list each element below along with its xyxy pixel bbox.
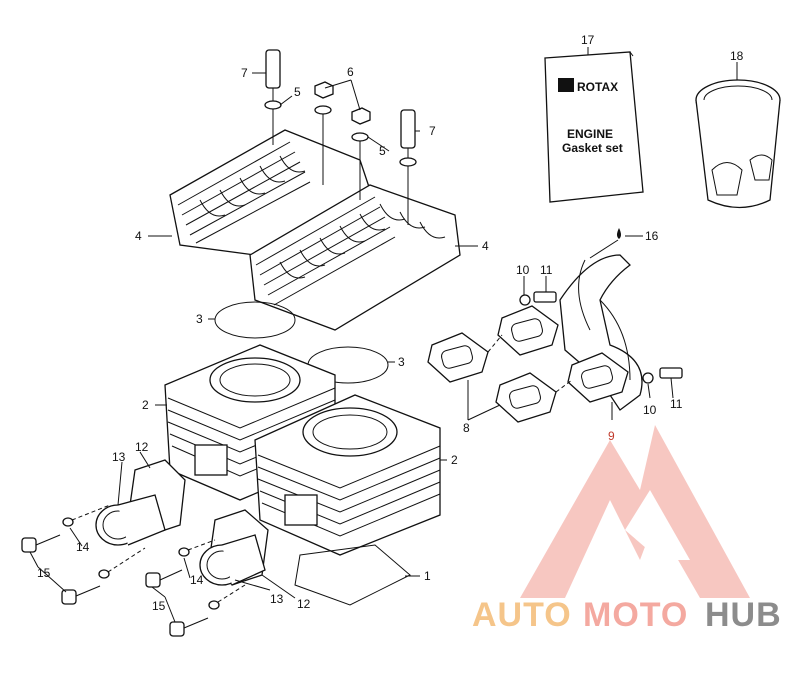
callout-10-bottom: 10: [643, 403, 657, 417]
rotax-logo-icon: [558, 78, 574, 92]
head-nut-1: [314, 81, 334, 185]
callout-6: 6: [347, 65, 354, 79]
watermark-text: AUTO MOTO HUB: [472, 596, 782, 634]
callout-3-left: 3: [196, 312, 203, 326]
callout-14-right: 14: [190, 573, 204, 587]
callout-13-right: 13: [270, 592, 284, 606]
cylinder-right: [254, 394, 441, 556]
callout-14-left: 14: [76, 540, 90, 554]
cylinder-sleeve: [695, 79, 781, 209]
callout-11-top: 11: [540, 263, 553, 277]
callout-1: 1: [424, 569, 431, 583]
callout-17: 17: [581, 33, 595, 47]
sealant-drop-icon: [617, 228, 621, 239]
intake-bolts: [21, 504, 246, 637]
head-spacer-right: [399, 109, 417, 225]
book-line1: ENGINE: [567, 127, 613, 141]
book-line2: Gasket set: [562, 141, 623, 155]
callout-12-left: 12: [135, 440, 149, 454]
callout-3-right: 3: [398, 355, 405, 369]
callout-13-left: 13: [112, 450, 126, 464]
callout-15-right: 15: [152, 599, 166, 613]
callout-8: 8: [463, 421, 470, 435]
callout-7-left: 7: [241, 66, 248, 80]
leader-lines: [29, 47, 738, 623]
intake-adapter-right: [199, 509, 269, 586]
watermark-logo: [520, 425, 750, 598]
intake-adapter-left: [95, 459, 186, 546]
callout-4-right: 4: [482, 239, 489, 253]
gasket-set-book: ROTAX ENGINE Gasket set: [544, 51, 644, 203]
callout-2-right: 2: [451, 453, 458, 467]
cylinder-head-left: [169, 129, 371, 256]
callout-2-left: 2: [142, 398, 149, 412]
callout-9: 9: [608, 429, 615, 443]
callouts: 1 2 2 3 3 4 4 5 5 6 7 7 8 9 10 10 11 11 …: [37, 33, 744, 613]
watermark-auto: AUTO: [472, 596, 572, 634]
head-nut-2: [351, 107, 371, 200]
exhaust-gaskets: [427, 305, 629, 423]
watermark-hub: HUB: [705, 596, 782, 634]
callout-11-bottom: 11: [670, 397, 683, 411]
head-spacer-left: [264, 49, 282, 145]
callout-15-left: 15: [37, 566, 51, 580]
callout-7-right: 7: [429, 124, 436, 138]
base-gasket: [294, 544, 411, 606]
callout-16: 16: [645, 229, 659, 243]
watermark-moto: MOTO: [583, 596, 688, 634]
o-ring-left: [214, 301, 296, 339]
callout-10-top: 10: [516, 263, 530, 277]
book-brand: ROTAX: [577, 80, 618, 94]
callout-5-right: 5: [379, 144, 386, 158]
callout-5-top: 5: [294, 85, 301, 99]
exhaust-bolts: [519, 291, 683, 384]
callout-18: 18: [730, 49, 744, 63]
callout-4-left: 4: [135, 229, 142, 243]
callout-12-right: 12: [297, 597, 311, 611]
